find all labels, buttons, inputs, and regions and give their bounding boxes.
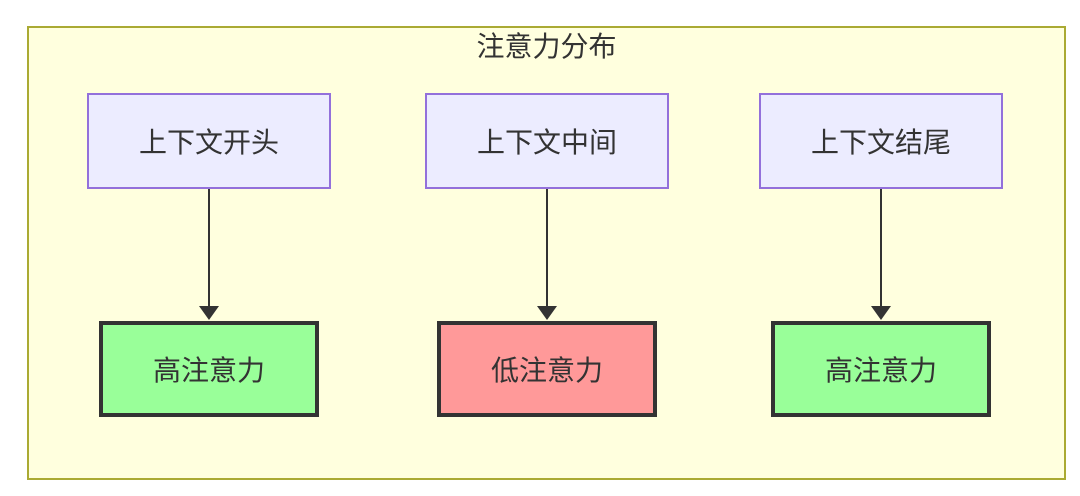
arrow-down-icon-1 (199, 306, 219, 320)
arrow-line-1 (208, 189, 210, 306)
arrow-line-2 (546, 189, 548, 306)
node-high-attention-1: 高注意力 (99, 321, 319, 417)
node-context-end-label: 上下文结尾 (810, 127, 951, 158)
node-high-attention-2-label: 高注意力 (824, 355, 937, 386)
node-high-attention-2: 高注意力 (771, 321, 991, 417)
arrow-down-icon-3 (871, 306, 891, 320)
node-context-beginning: 上下文开头 (87, 93, 331, 189)
node-high-attention-1-label: 高注意力 (152, 355, 265, 386)
node-low-attention-label: 低注意力 (490, 355, 603, 386)
arrow-line-3 (880, 189, 882, 306)
attention-distribution-group: 注意力分布 上下文开头 高注意力 上下文中间 低注意力 上下文结尾 高注意力 (27, 26, 1066, 480)
node-context-middle-label: 上下文中间 (476, 127, 617, 158)
arrow-down-icon-2 (537, 306, 557, 320)
node-context-beginning-label: 上下文开头 (138, 127, 279, 158)
node-low-attention: 低注意力 (437, 321, 657, 417)
node-context-end: 上下文结尾 (759, 93, 1003, 189)
node-context-middle: 上下文中间 (425, 93, 669, 189)
diagram-title: 注意力分布 (476, 31, 617, 62)
